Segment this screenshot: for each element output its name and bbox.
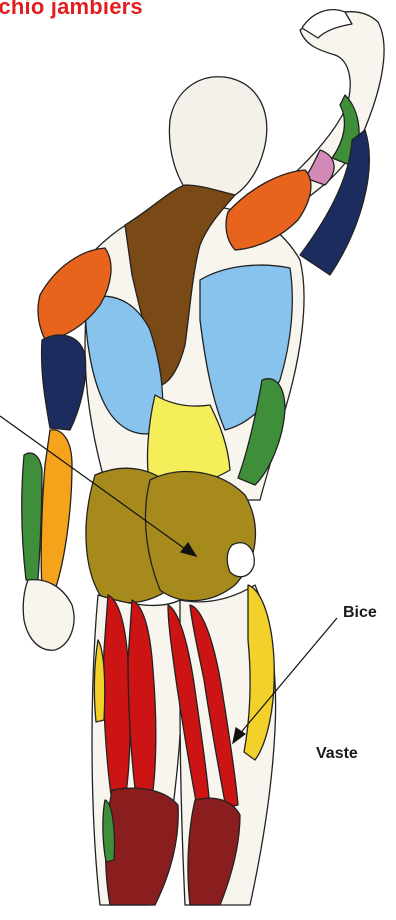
muscle-label-biceps: Bice: [343, 604, 377, 622]
left-forearm-orange: [41, 430, 72, 590]
left-hand: [23, 580, 74, 651]
gluteus-right: [145, 472, 255, 601]
left-forearm-green: [22, 453, 42, 580]
muscle-label-vaste: Vaste: [316, 745, 358, 763]
page-title: schio jambiers: [0, 0, 143, 20]
left-arm-triceps: [42, 335, 86, 430]
hip-bone: [227, 543, 254, 577]
calf-left: [106, 788, 179, 905]
head: [169, 77, 266, 195]
